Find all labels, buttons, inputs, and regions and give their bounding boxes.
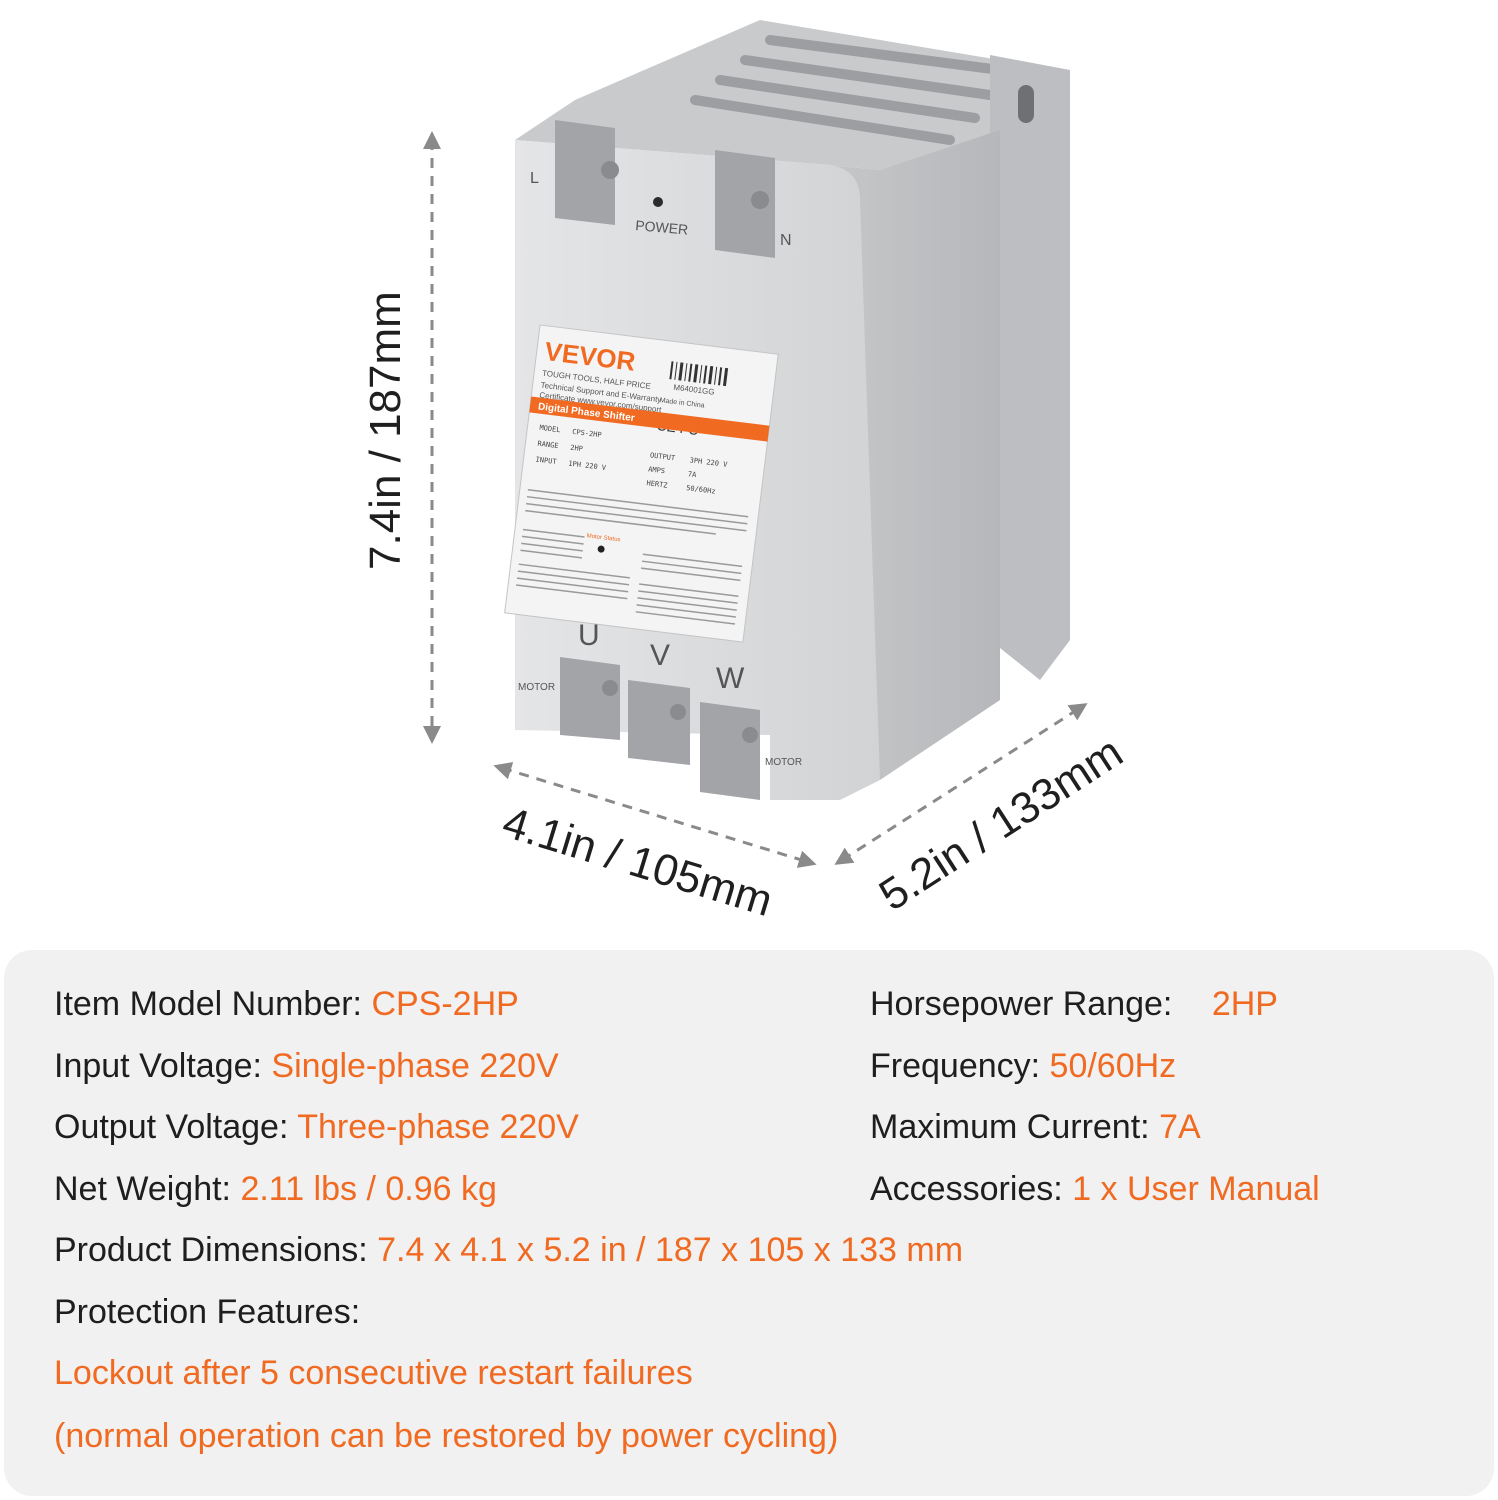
spec-output-voltage-value: Three-phase 220V (297, 1108, 579, 1146)
depth-dimension-arrow (834, 703, 1088, 865)
label-spec-table: MODEL CPS-2HP RANGE 2HP INPUT 1PH 220 V … (535, 424, 728, 496)
motor-status-led-icon (597, 545, 605, 553)
svg-text:50/60Hz: 50/60Hz (686, 484, 716, 496)
svg-text:MODEL: MODEL (539, 424, 561, 435)
output-v-label: V (650, 639, 670, 672)
spec-max-current: Maximum Current: 7A (870, 1107, 1201, 1147)
spec-dimensions-value: 7.4 x 4.1 x 5.2 in / 187 x 105 x 133 mm (377, 1231, 964, 1269)
spec-input-voltage-value: Single-phase 220V (271, 1047, 559, 1085)
output-terminal-v (628, 680, 690, 765)
spec-net-weight: Net Weight: 2.11 lbs / 0.96 kg (54, 1169, 497, 1209)
spec-net-weight-label: Net Weight: (54, 1170, 241, 1208)
spec-protection-line-2: (normal operation can be restored by pow… (54, 1417, 839, 1455)
product-illustration: POWER L N VEVOR TOUGH TOOLS, HALF PRICE … (361, 20, 1131, 926)
spec-accessories-value: 1 x User Manual (1072, 1170, 1320, 1208)
motor-status-label: Motor Status (586, 533, 620, 543)
output-screw-icon (670, 704, 686, 720)
output-screw-icon (602, 680, 618, 696)
spec-max-current-label: Maximum Current: (870, 1108, 1160, 1146)
spec-model-value: CPS-2HP (371, 985, 519, 1023)
svg-text:7A: 7A (687, 470, 697, 479)
spec-input-voltage: Input Voltage: Single-phase 220V (54, 1046, 559, 1086)
output-w-label: W (716, 662, 745, 695)
spec-panel: Item Model Number: CPS-2HP Horsepower Ra… (4, 950, 1494, 1496)
input-screw-icon (751, 191, 769, 209)
spec-protection-line-1: Lockout after 5 consecutive restart fail… (54, 1354, 693, 1392)
spec-accessories: Accessories: 1 x User Manual (870, 1169, 1320, 1209)
terminal-n-label: N (780, 232, 792, 249)
svg-text:AMPS: AMPS (648, 465, 666, 475)
spec-max-current-value: 7A (1159, 1108, 1201, 1146)
width-dimension-label: 4.1in / 105mm (497, 798, 778, 926)
spec-frequency-value: 50/60Hz (1049, 1047, 1177, 1085)
bracket-slot (1018, 85, 1034, 123)
spec-dimensions: Product Dimensions: 7.4 x 4.1 x 5.2 in /… (54, 1230, 963, 1270)
terminal-l-label: L (530, 170, 539, 187)
input-terminal-slot-left (555, 120, 615, 225)
power-label: POWER (635, 217, 689, 238)
product-label-sticker: VEVOR TOUGH TOOLS, HALF PRICE Technical … (504, 324, 779, 643)
label-fine-print (516, 489, 749, 625)
svg-text:OUTPUT: OUTPUT (649, 451, 676, 462)
spec-model-label: Item Model Number: (54, 985, 372, 1023)
spec-dimensions-label: Product Dimensions: (54, 1231, 378, 1269)
output-terminal-u (560, 657, 620, 740)
barcode-icon (669, 361, 729, 387)
svg-text:CPS-2HP: CPS-2HP (572, 428, 602, 440)
spec-frequency: Frequency: 50/60Hz (870, 1046, 1176, 1086)
output-terminal-w (700, 702, 760, 800)
power-led-icon (653, 197, 663, 207)
svg-text:HERTZ: HERTZ (646, 479, 668, 490)
spec-accessories-label: Accessories: (870, 1170, 1073, 1208)
spec-hp-range-label: Horsepower Range: (870, 985, 1182, 1023)
spec-output-voltage: Output Voltage: Three-phase 220V (54, 1107, 579, 1147)
label-title-bar (529, 396, 770, 442)
output-u-label: U (578, 619, 600, 652)
spec-protection-label: Protection Features: (54, 1293, 361, 1331)
spec-input-voltage-label: Input Voltage: (54, 1047, 272, 1085)
input-screw-icon (601, 161, 619, 179)
mounting-bracket-right (990, 55, 1070, 680)
vent-grille (690, 35, 1005, 145)
motor-label-left: MOTOR (518, 682, 555, 693)
input-terminal-slot-right (715, 150, 775, 258)
spec-hp-range-value: 2HP (1211, 985, 1278, 1023)
spec-frequency-label: Frequency: (870, 1047, 1050, 1085)
svg-text:RANGE: RANGE (537, 440, 559, 451)
svg-text:INPUT: INPUT (535, 455, 558, 466)
motor-label-right: MOTOR (765, 757, 802, 768)
spec-hp-range: Horsepower Range: 2HP (870, 984, 1278, 1024)
spec-model: Item Model Number: CPS-2HP (54, 984, 519, 1024)
spec-output-voltage-label: Output Voltage: (54, 1108, 298, 1146)
svg-text:2HP: 2HP (570, 444, 584, 453)
output-screw-icon (742, 727, 758, 743)
device-body: POWER L N VEVOR TOUGH TOOLS, HALF PRICE … (504, 20, 1070, 800)
spec-net-weight-value: 2.11 lbs / 0.96 kg (240, 1170, 497, 1208)
height-dimension-label: 7.4in / 187mm (361, 291, 410, 570)
